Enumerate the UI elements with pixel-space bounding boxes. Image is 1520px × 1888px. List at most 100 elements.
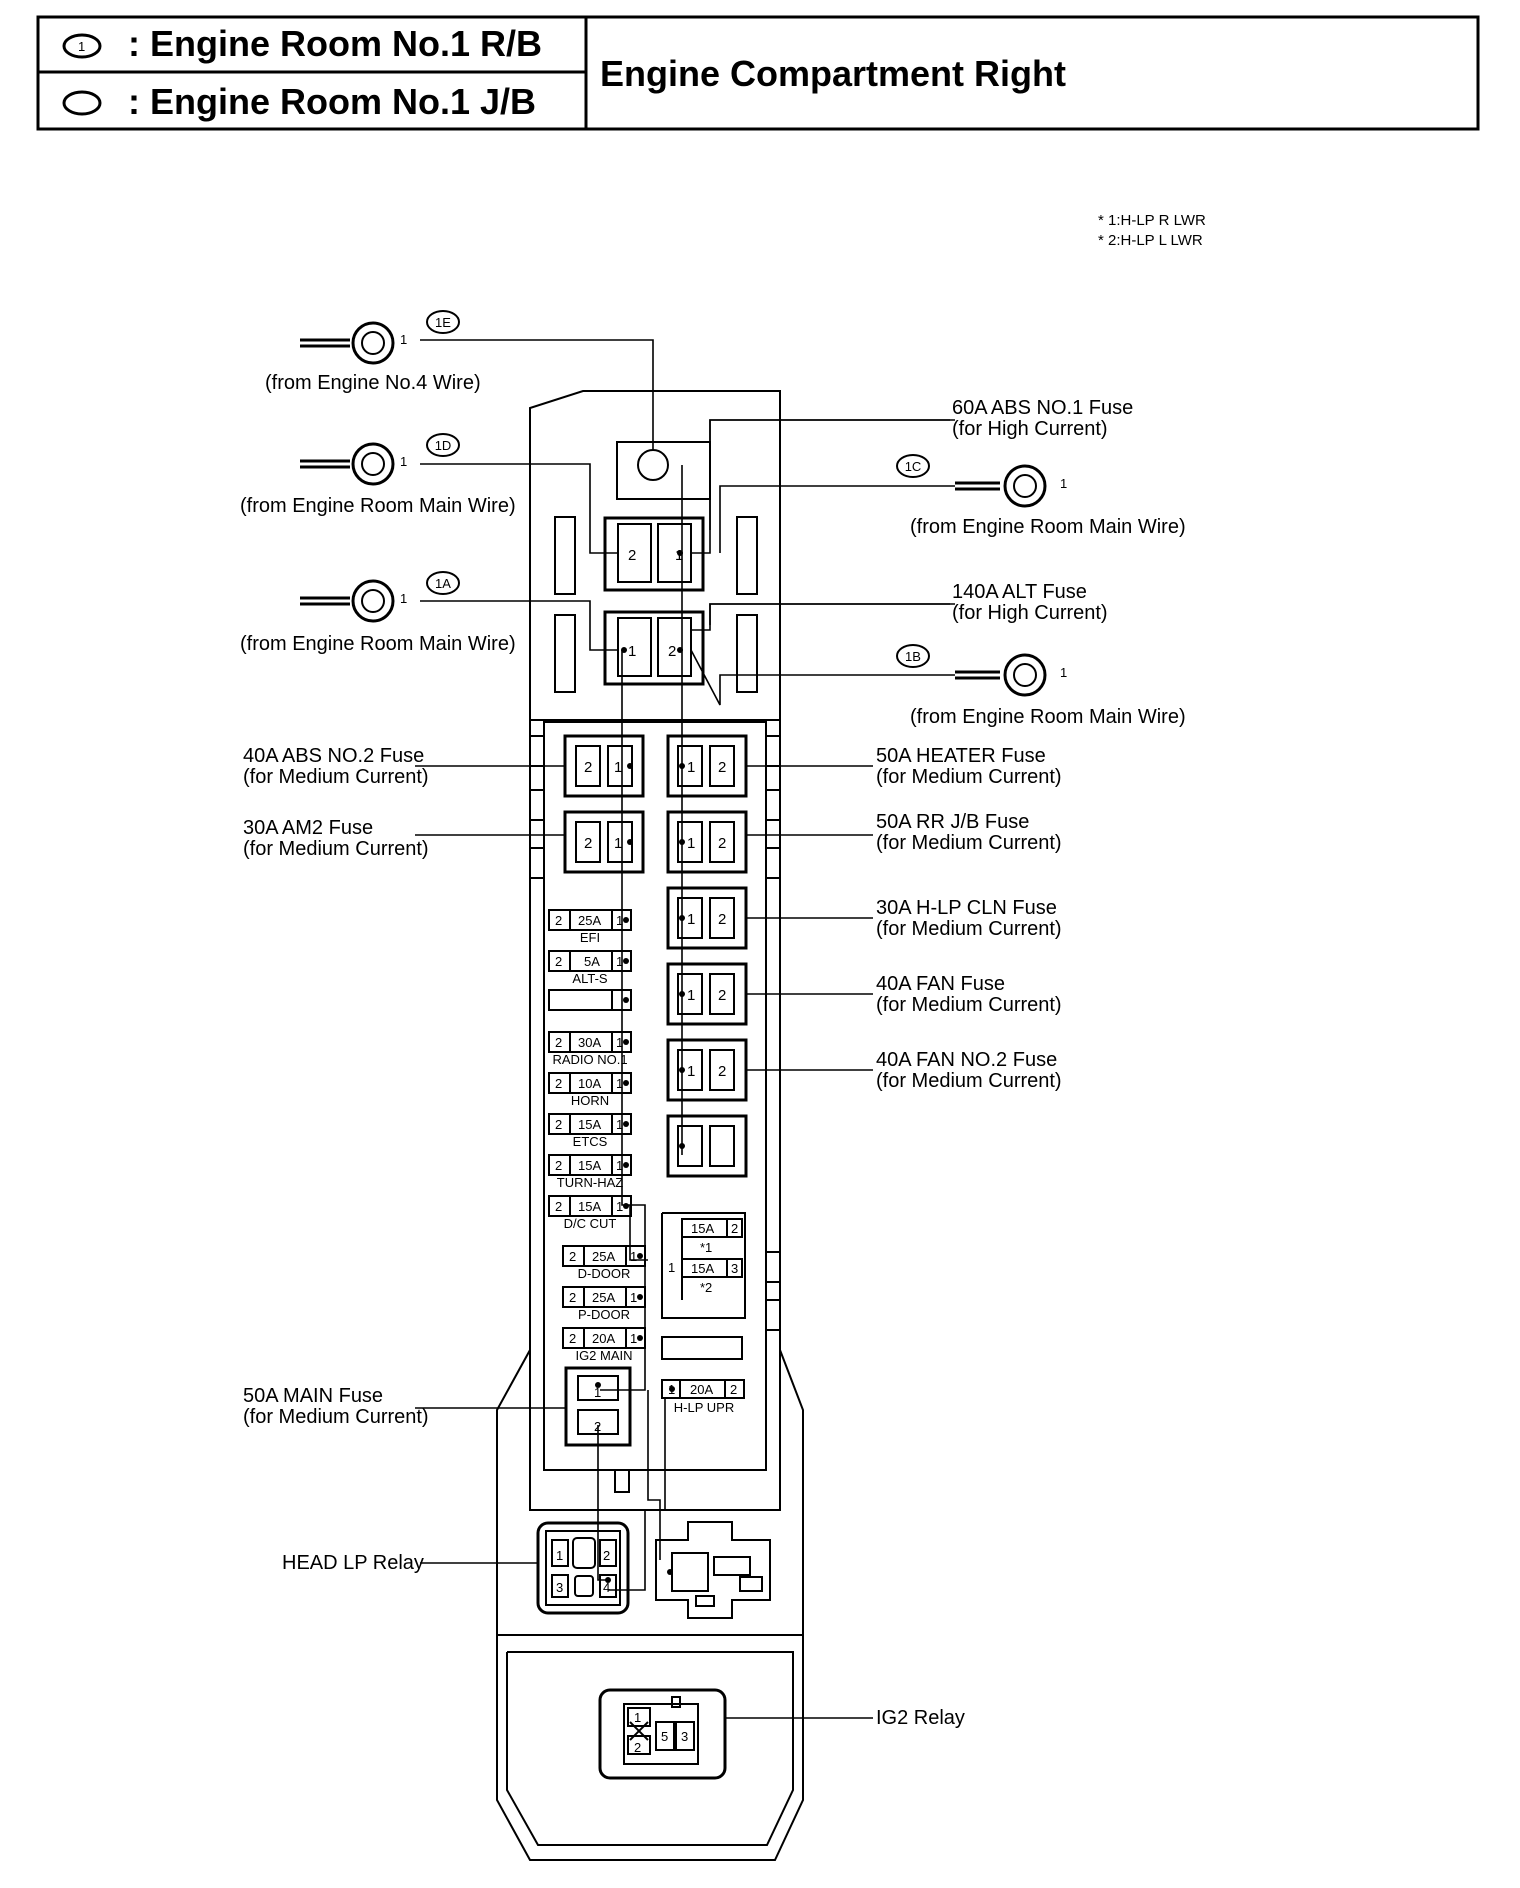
head-lp-relay xyxy=(536,1521,630,1615)
turnhaz-amp: 15A xyxy=(578,1158,601,1173)
efi-amp: 25A xyxy=(578,913,601,928)
hlp-r-note: *1 xyxy=(700,1240,712,1255)
hc1-pin-2: 2 xyxy=(628,547,636,564)
etcs-amp: 15A xyxy=(578,1117,601,1132)
main-pin-1: 1 xyxy=(594,1385,601,1400)
pin-1c: 1 xyxy=(1060,476,1067,491)
hlr-pin-4: 4 xyxy=(603,1580,610,1595)
connector-1d-icon xyxy=(300,442,395,486)
ig2-pin-3: 3 xyxy=(681,1729,688,1744)
page-title: Engine Compartment Right xyxy=(600,53,1066,94)
legend-rb-label: : Engine Room No.1 R/B xyxy=(128,23,542,64)
hlpupr-pin-1: 1 xyxy=(668,1382,675,1397)
ig2main-pin-1: 1 xyxy=(630,1331,637,1346)
leader-lines xyxy=(415,419,950,1719)
callout-main-line2: (for Medium Current) xyxy=(243,1406,429,1428)
connector-1e-icon xyxy=(300,321,395,365)
ig2-pin-5: 5 xyxy=(661,1729,668,1744)
turnhaz-pin-2: 2 xyxy=(555,1158,562,1173)
pin-dots xyxy=(595,550,685,1583)
code-oval-1c xyxy=(896,454,930,478)
radio-amp: 30A xyxy=(578,1035,601,1050)
hlpcln-pin-2: 2 xyxy=(718,911,726,928)
hc2-pin-1: 1 xyxy=(628,643,636,660)
note-2: * 2:H-LP L LWR xyxy=(1098,232,1203,249)
callout-hlpcln-line1: 30A H-LP CLN Fuse xyxy=(876,897,1057,919)
alts-amp: 5A xyxy=(584,954,600,969)
callout-fan-line2: (for Medium Current) xyxy=(876,994,1062,1016)
callout-fan-line1: 40A FAN Fuse xyxy=(876,973,1005,995)
legend-jb-label: : Engine Room No.1 J/B xyxy=(128,81,536,122)
connector-1a-icon xyxy=(300,579,395,623)
hc2-pin-2: 2 xyxy=(668,643,676,660)
pin-1e: 1 xyxy=(400,332,407,347)
callout-ig2-relay: IG2 Relay xyxy=(876,1707,965,1729)
callout-hlpcln-line2: (for Medium Current) xyxy=(876,918,1062,940)
ig2-relay xyxy=(598,1688,727,1780)
horn-pin-1: 1 xyxy=(616,1076,623,1091)
jb-legend-symbol xyxy=(62,90,102,116)
hlp-fuse-block xyxy=(661,1212,746,1319)
callout-rrjb-line1: 50A RR J/B Fuse xyxy=(876,811,1029,833)
dccut-amp: 15A xyxy=(578,1199,601,1214)
ig2main-amp: 20A xyxy=(592,1331,615,1346)
fuse-60a-abs-no1 xyxy=(603,516,705,592)
hlpupr-amp: 20A xyxy=(690,1382,713,1397)
etcs-name: ETCS xyxy=(573,1134,608,1149)
turnhaz-pin-1: 1 xyxy=(616,1158,623,1173)
ig2-pin-2: 2 xyxy=(634,1740,641,1755)
connector-1b-label: (from Engine Room Main Wire) xyxy=(910,706,1186,728)
hlp-r-pin: 2 xyxy=(731,1221,738,1236)
pdoor-pin-2: 2 xyxy=(569,1290,576,1305)
pin-1d: 1 xyxy=(400,454,407,469)
callout-fan-no2-line2: (for Medium Current) xyxy=(876,1070,1062,1092)
ig2main-pin-2: 2 xyxy=(569,1331,576,1346)
horn-amp: 10A xyxy=(578,1076,601,1091)
rb-legend-symbol xyxy=(62,33,102,59)
dccut-pin-1: 1 xyxy=(616,1199,623,1214)
radio-name: RADIO NO.1 xyxy=(552,1052,627,1067)
code-1a: 1A xyxy=(435,576,451,591)
mini-fuse-labels: 2 25A 1 EFI 2 5A 1 ALT-S 2 30A 1 RADIO N… xyxy=(552,913,637,1363)
fan-pin-2: 2 xyxy=(718,987,726,1004)
fuse-140a-alt xyxy=(603,610,705,686)
callout-main-line1: 50A MAIN Fuse xyxy=(243,1385,383,1407)
junction-box-outline xyxy=(496,390,804,1861)
dccut-name: D/C CUT xyxy=(564,1216,617,1231)
code-1e: 1E xyxy=(435,315,451,330)
efi-pin-1: 1 xyxy=(616,913,623,928)
am2-pin-1: 1 xyxy=(614,835,622,852)
ddoor-pin-2: 2 xyxy=(569,1249,576,1264)
main-pin-2: 2 xyxy=(594,1419,601,1434)
code-1d: 1D xyxy=(435,438,452,453)
hlp-block-labels: 15A 2 *1 1 15A 3 *2 1 20A 2 H-LP UPR xyxy=(668,1221,738,1415)
fan-pin-1: 1 xyxy=(687,987,695,1004)
turnhaz-name: TURN-HAZ xyxy=(557,1175,623,1190)
connector-1c-label: (from Engine Room Main Wire) xyxy=(910,516,1186,538)
spare-mini-slot xyxy=(661,1336,743,1360)
code-1b: 1B xyxy=(905,649,921,664)
radio-pin-1: 1 xyxy=(616,1035,623,1050)
callout-alt-line1: 140A ALT Fuse xyxy=(952,581,1087,603)
alts-pin-1: 1 xyxy=(616,954,623,969)
hlr-pin-1: 1 xyxy=(556,1548,563,1563)
efi-name: EFI xyxy=(580,930,600,945)
rb-legend-number: 1 xyxy=(78,39,85,54)
horn-name: HORN xyxy=(571,1093,609,1108)
etcs-pin-2: 2 xyxy=(555,1117,562,1132)
callout-rrjb-line2: (for Medium Current) xyxy=(876,832,1062,854)
callout-abs-no2-line2: (for Medium Current) xyxy=(243,766,429,788)
medium-fuse-pins: 2 1 2 1 1 2 1 2 1 2 1 2 1 2 xyxy=(584,759,726,1080)
pin-1b: 1 xyxy=(1060,665,1067,680)
code-oval-1d xyxy=(426,433,460,457)
efi-pin-2: 2 xyxy=(555,913,562,928)
pin-1a: 1 xyxy=(400,591,407,606)
pdoor-name: P-DOOR xyxy=(578,1307,630,1322)
am2-pin-2: 2 xyxy=(584,835,592,852)
relay-socket-cross xyxy=(655,1521,771,1619)
hlr-pin-2: 2 xyxy=(603,1548,610,1563)
fuse-hlp-upr xyxy=(661,1379,745,1399)
heater-pin-1: 1 xyxy=(687,759,695,776)
hlpupr-pin-2: 2 xyxy=(730,1382,737,1397)
radio-pin-2: 2 xyxy=(555,1035,562,1050)
